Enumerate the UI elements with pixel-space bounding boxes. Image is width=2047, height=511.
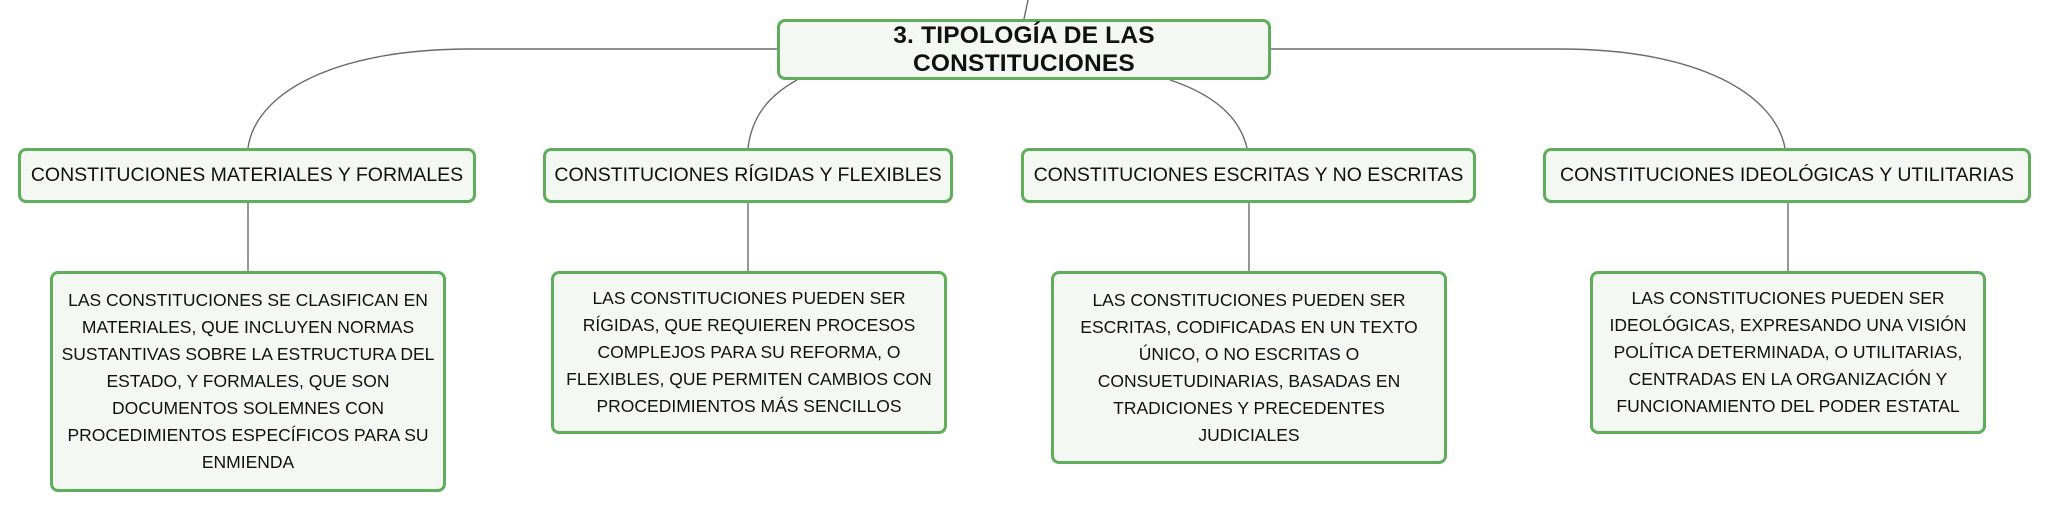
description-node-escritas-no-escritas[interactable]: LAS CONSTITUCIONES PUEDEN SER ESCRITAS, … [1051, 271, 1447, 464]
connector-root-cat2 [747, 79, 798, 149]
description-node-materiales-formales[interactable]: LAS CONSTITUCIONES SE CLASIFICAN EN MATE… [50, 271, 446, 492]
category-node-escritas-no-escritas[interactable]: CONSTITUCIONES ESCRITAS Y NO ESCRITAS [1021, 148, 1476, 203]
description-node-ideologicas-utilitarias[interactable]: LAS CONSTITUCIONES PUEDEN SER IDEOLÓGICA… [1590, 271, 1986, 434]
connector-root-cat1 [247, 48, 777, 149]
root-node-title[interactable]: 3. TIPOLOGÍA DE LAS CONSTITUCIONES [777, 19, 1271, 80]
description-node-rigidas-flexibles[interactable]: LAS CONSTITUCIONES PUEDEN SER RÍGIDAS, Q… [551, 271, 947, 434]
category-node-materiales-formales[interactable]: CONSTITUCIONES MATERIALES Y FORMALES [18, 148, 476, 203]
connector-parent [1023, 0, 1029, 20]
category-node-rigidas-flexibles[interactable]: CONSTITUCIONES RÍGIDAS Y FLEXIBLES [543, 148, 953, 203]
category-node-ideologicas-utilitarias[interactable]: CONSTITUCIONES IDEOLÓGICAS Y UTILITARIAS [1543, 148, 2031, 203]
connector-root-cat4 [1271, 48, 1786, 149]
connector-root-cat3 [1169, 79, 1248, 149]
